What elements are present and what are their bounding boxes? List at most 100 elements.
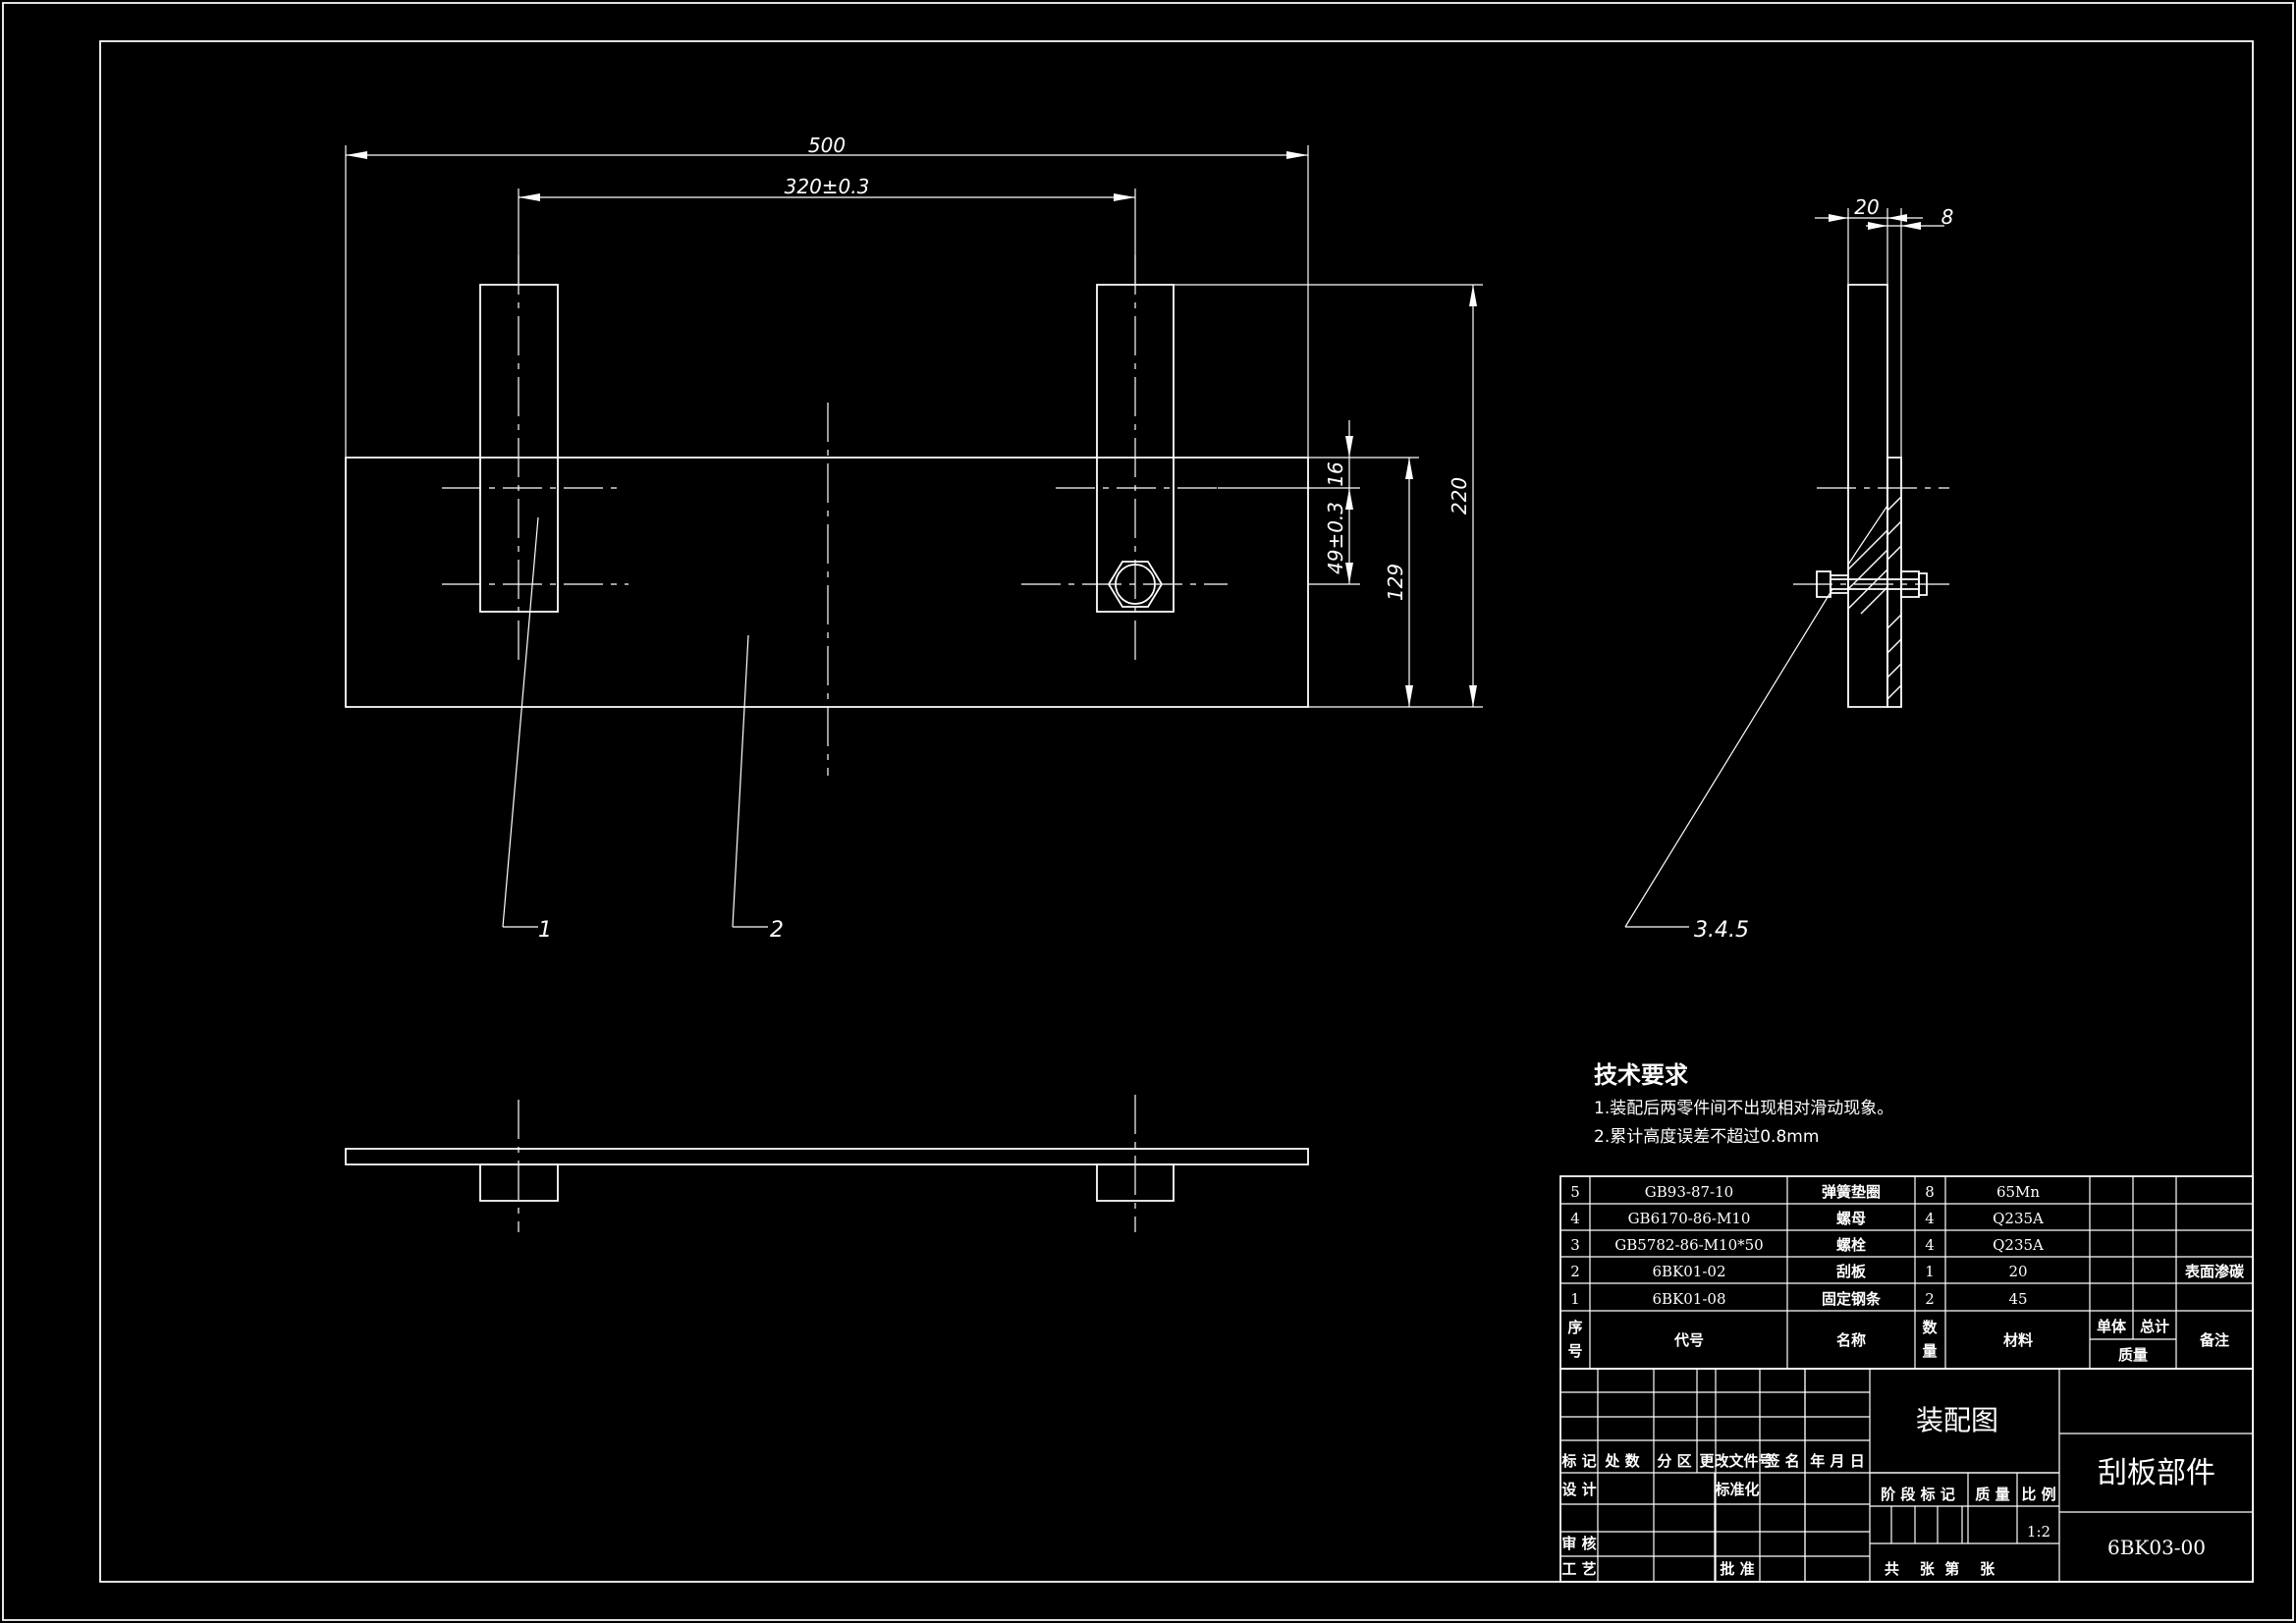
dim-text-8: 8	[1941, 205, 1954, 229]
arrowhead	[1345, 563, 1353, 584]
tb-design: 设 计	[1561, 1481, 1596, 1498]
bom-row1-qty: 2	[1925, 1290, 1935, 1308]
dim-text-320: 320±0.3	[785, 175, 870, 198]
bom-row1-material: 45	[2008, 1290, 2027, 1308]
arrowhead	[1345, 436, 1353, 458]
fixing-bar-side	[1848, 285, 1887, 707]
front-view-dimensions: 500 320±0.3 220 129 16 49±0.3	[346, 134, 1483, 707]
bom-table: 5 GB93-87-10 弹簧垫圈 8 65Mn 4 GB6170-86-M10…	[1560, 1176, 2253, 1369]
arrowhead	[1114, 193, 1135, 201]
scraper-plate-outline	[346, 458, 1308, 707]
bom-header-note: 备注	[2199, 1331, 2229, 1349]
arrowhead	[1405, 685, 1413, 707]
bom-header-material: 材料	[2003, 1331, 2033, 1349]
tb-mass: 质 量	[1975, 1486, 2009, 1503]
top-view	[346, 1095, 1308, 1232]
bom-row4-qty: 4	[1925, 1210, 1935, 1227]
inner-frame	[100, 41, 2253, 1582]
bom-row3-name: 螺栓	[1836, 1236, 1866, 1254]
balloon-text-1: 1	[538, 918, 552, 943]
title-block-outline	[1560, 1369, 2253, 1582]
front-view	[346, 255, 1308, 776]
bom-row4-name: 螺母	[1836, 1210, 1866, 1227]
balloon-text-2: 2	[770, 918, 784, 943]
bom-row2-material: 20	[2008, 1263, 2027, 1280]
section-hatching	[1848, 497, 1901, 699]
bom-row2-name: 刮板	[1836, 1263, 1867, 1280]
requirements-title: 技术要求	[1594, 1061, 1688, 1089]
bom-row5-qty: 8	[1925, 1183, 1935, 1201]
tb-zone: 分 区	[1657, 1452, 1691, 1470]
bom-header-no-1: 序	[1567, 1319, 1582, 1336]
scraper-plate-side	[1887, 458, 1901, 707]
tb-scale-value: 1:2	[2027, 1523, 2050, 1541]
tb-sign: 签 名	[1764, 1452, 1799, 1470]
arrowhead	[1286, 151, 1308, 159]
bom-row5-code: GB93-87-10	[1645, 1183, 1733, 1201]
bom-row5-no: 5	[1570, 1183, 1580, 1201]
tb-standardize: 标准化	[1714, 1481, 1759, 1498]
bom-header-code: 代号	[1673, 1331, 1704, 1349]
bom-header-unit: 单体	[2097, 1318, 2127, 1335]
tb-mark: 标 记	[1560, 1452, 1596, 1470]
arrowhead	[1469, 685, 1477, 707]
tb-change-doc: 更改文件号	[1699, 1452, 1773, 1470]
bom-row2-code: 6BK01-02	[1652, 1263, 1725, 1280]
bom-row1-no: 1	[1570, 1290, 1580, 1308]
bom-row3-material: Q235A	[1993, 1236, 2044, 1254]
tb-approve: 批 准	[1720, 1560, 1754, 1578]
bom-header-name: 名称	[1836, 1331, 1866, 1349]
arrowhead	[1345, 488, 1353, 510]
outer-border	[3, 3, 2293, 1620]
arrowhead	[346, 151, 367, 159]
break-curve	[1848, 506, 1887, 565]
dim-text-500: 500	[808, 134, 846, 157]
dim-text-220: 220	[1448, 477, 1471, 514]
arrowhead	[1829, 214, 1848, 222]
tb-place: 处 数	[1604, 1452, 1640, 1470]
arrowhead	[519, 193, 540, 201]
bom-row5-material: 65Mn	[1996, 1183, 2040, 1201]
tb-review: 审 核	[1561, 1535, 1596, 1552]
bom-row3-qty: 4	[1925, 1236, 1935, 1254]
arrowhead	[1469, 285, 1477, 306]
bom-row4-code: GB6170-86-M10	[1628, 1210, 1751, 1227]
front-view-leaders: 1 2	[503, 517, 784, 943]
dim-text-49: 49±0.3	[1324, 502, 1347, 574]
bom-row1-name: 固定钢条	[1822, 1290, 1882, 1308]
tb-process: 工 艺	[1561, 1560, 1596, 1578]
bom-row4-no: 4	[1570, 1210, 1580, 1227]
tb-drawing-type: 装配图	[1916, 1404, 1998, 1436]
balloon-text-345: 3.4.5	[1694, 918, 1749, 943]
arrowhead	[1405, 458, 1413, 479]
bom-row2-qty: 1	[1925, 1263, 1935, 1280]
tb-drawing-no: 6BK03-00	[2107, 1536, 2206, 1559]
tb-stage-mark: 阶 段 标 记	[1881, 1486, 1955, 1503]
bom-row5-name: 弹簧垫圈	[1822, 1183, 1881, 1201]
requirement-line-2: 2.累计高度误差不超过0.8mm	[1594, 1127, 1819, 1147]
arrowhead	[1887, 214, 1907, 222]
requirement-line-1: 1.装配后两零件间不出现相对滑动现象。	[1594, 1099, 1893, 1118]
technical-requirements: 技术要求 1.装配后两零件间不出现相对滑动现象。 2.累计高度误差不超过0.8m…	[1594, 1061, 1893, 1147]
bom-header-no-2: 号	[1567, 1342, 1582, 1360]
bom-row3-no: 3	[1570, 1236, 1580, 1254]
tb-part-name: 刮板部件	[2098, 1456, 2215, 1490]
dim-text-16: 16	[1324, 461, 1347, 486]
bom-header-qty-1: 数	[1922, 1319, 1938, 1336]
scraper-plate-top-outline	[346, 1149, 1308, 1164]
bom-header-total: 总计	[2140, 1318, 2169, 1335]
side-view: 20 8 3.4.5	[1625, 195, 1953, 943]
tb-scale: 比 例	[2021, 1486, 2055, 1503]
bom-row2-no: 2	[1570, 1263, 1580, 1280]
dim-text-129: 129	[1384, 564, 1407, 601]
tb-date: 年 月 日	[1810, 1452, 1864, 1470]
bom-row1-code: 6BK01-08	[1652, 1290, 1725, 1308]
title-block: 标 记 处 数 分 区 更改文件号 签 名 年 月 日 设 计 标准化 审 核 …	[1560, 1369, 2253, 1582]
bom-row4-material: Q235A	[1993, 1210, 2044, 1227]
bom-row2-note: 表面渗碳	[2185, 1263, 2245, 1280]
tb-sheets: 共 张 第 张	[1885, 1560, 1995, 1578]
bom-header-qty-2: 量	[1922, 1342, 1937, 1360]
leader-line-1	[503, 517, 538, 927]
dim-text-20: 20	[1854, 195, 1879, 219]
